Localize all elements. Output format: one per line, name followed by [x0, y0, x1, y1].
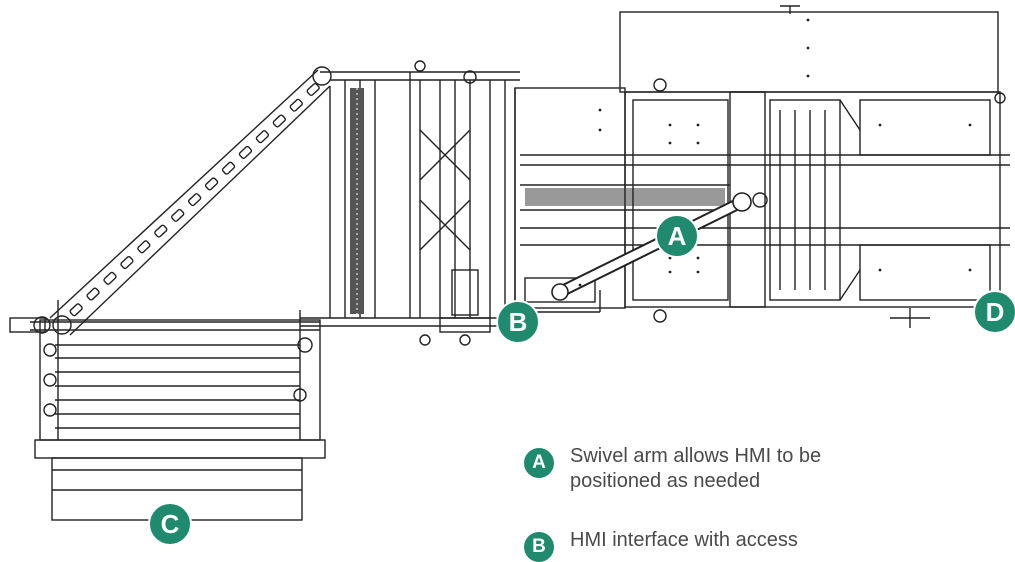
hatch-bar — [350, 88, 364, 314]
legend-badge-b: B — [524, 532, 554, 562]
callout-marker-a: A — [655, 214, 699, 258]
conveyor-slot — [255, 130, 270, 144]
right-housing — [619, 5, 1006, 328]
conveyor-slot — [103, 271, 117, 285]
callout-marker-b: B — [496, 300, 540, 344]
conveyor-slot — [188, 193, 202, 207]
middle-frame — [300, 60, 520, 346]
conveyor-slot — [204, 177, 219, 191]
conveyor-slot — [171, 208, 185, 222]
callout-marker-c: C — [148, 502, 192, 546]
conveyor-slot — [272, 114, 286, 128]
conveyor-slot — [238, 145, 253, 159]
machine-diagram: A B C D A Swivel arm allows HMI to be po… — [9, 5, 1015, 562]
legend-item-a: A Swivel arm allows HMI to be positioned… — [524, 444, 910, 494]
left-section — [9, 300, 326, 521]
legend-text-a: Swivel arm allows HMI to be positioned a… — [570, 445, 822, 492]
bolt-dots — [578, 18, 972, 287]
conveyor-slot — [69, 303, 83, 317]
callout-marker-d: D — [973, 290, 1015, 334]
swivel-arm — [551, 192, 752, 301]
conveyor-slot — [154, 224, 168, 238]
conveyor-slot — [306, 82, 320, 97]
conveyor-slot — [221, 161, 236, 175]
machine-line-drawing — [9, 5, 1010, 521]
conveyor-slot — [86, 287, 100, 301]
inclined-conveyor — [49, 66, 332, 336]
legend-badge-a: A — [524, 448, 554, 478]
conveyor-slot — [120, 256, 134, 270]
conveyor-slot — [289, 98, 303, 112]
conveyor-slot — [137, 240, 151, 254]
legend-item-b: B HMI interface with access — [524, 528, 910, 562]
legend-text-b: HMI interface with access — [570, 529, 798, 551]
